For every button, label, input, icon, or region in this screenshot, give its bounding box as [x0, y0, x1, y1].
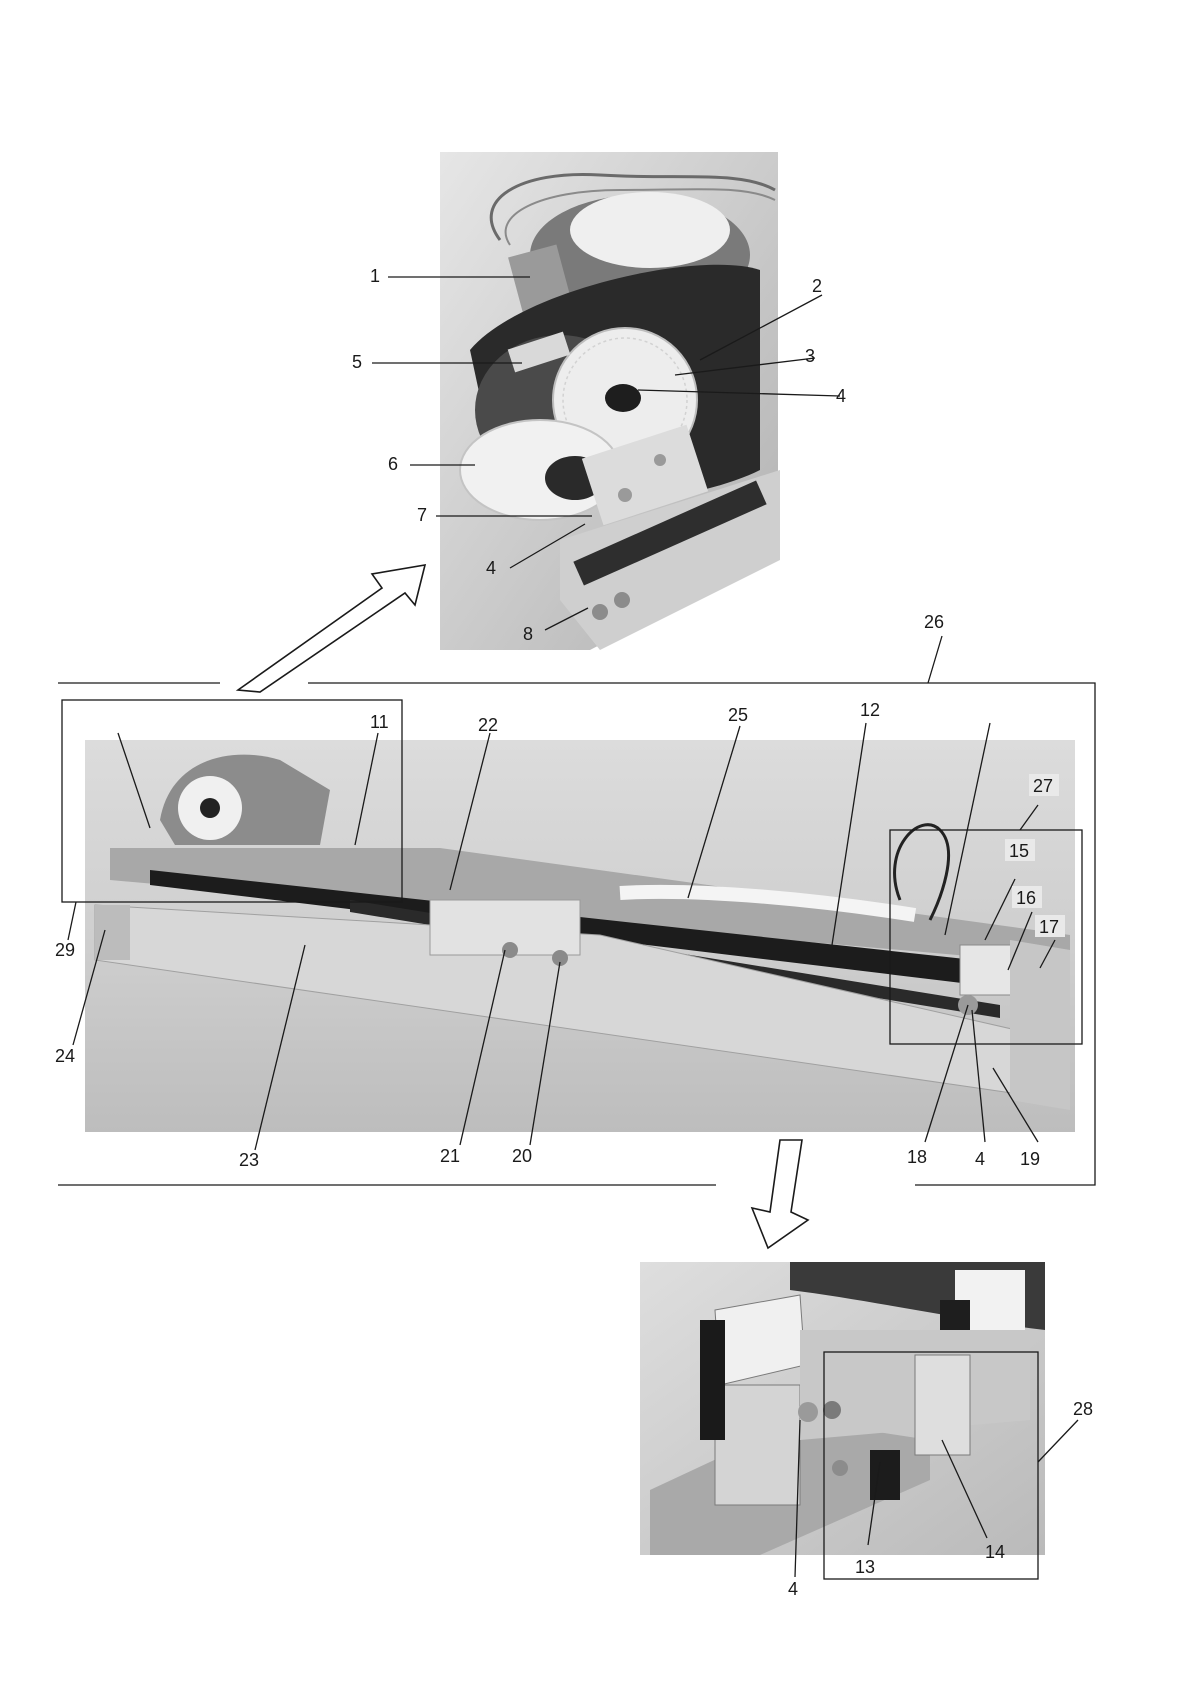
callout-5: 5: [352, 352, 362, 372]
callout-8: 8: [523, 624, 533, 644]
callout-15: 15: [1009, 841, 1029, 861]
arrow-down-icon: [752, 1140, 808, 1248]
callout-6: 6: [388, 454, 398, 474]
callout-27: 27: [1033, 776, 1053, 796]
callout-17: 17: [1039, 917, 1059, 937]
callout-29: 29: [55, 940, 75, 960]
callout-4: 4: [788, 1579, 798, 1599]
callout-20: 20: [512, 1146, 532, 1166]
callout-1: 1: [370, 266, 380, 286]
callout-13: 13: [855, 1557, 875, 1577]
callout-28: 28: [1073, 1399, 1093, 1419]
linear-slide-photo: [85, 740, 1075, 1132]
callout-26: 26: [924, 612, 944, 632]
arrow-up-right-icon: [238, 565, 425, 692]
callout-4: 4: [836, 386, 846, 406]
callout-21: 21: [440, 1146, 460, 1166]
callout-2: 2: [812, 276, 822, 296]
callout-11: 11: [370, 712, 389, 732]
callout-3: 3: [805, 346, 815, 366]
callout-14: 14: [985, 1542, 1005, 1562]
callout-7: 7: [417, 505, 427, 525]
end-block-photo: [640, 1262, 1045, 1555]
callout-4: 4: [975, 1149, 985, 1169]
callout-23: 23: [239, 1150, 259, 1170]
callout-18: 18: [907, 1147, 927, 1167]
callout-22: 22: [478, 715, 498, 735]
callout-24: 24: [55, 1046, 75, 1066]
callout-19: 19: [1020, 1149, 1040, 1169]
callout-4: 4: [486, 558, 496, 578]
callout-16: 16: [1016, 888, 1036, 908]
callout-12: 12: [860, 700, 880, 720]
callout-25: 25: [728, 705, 748, 725]
